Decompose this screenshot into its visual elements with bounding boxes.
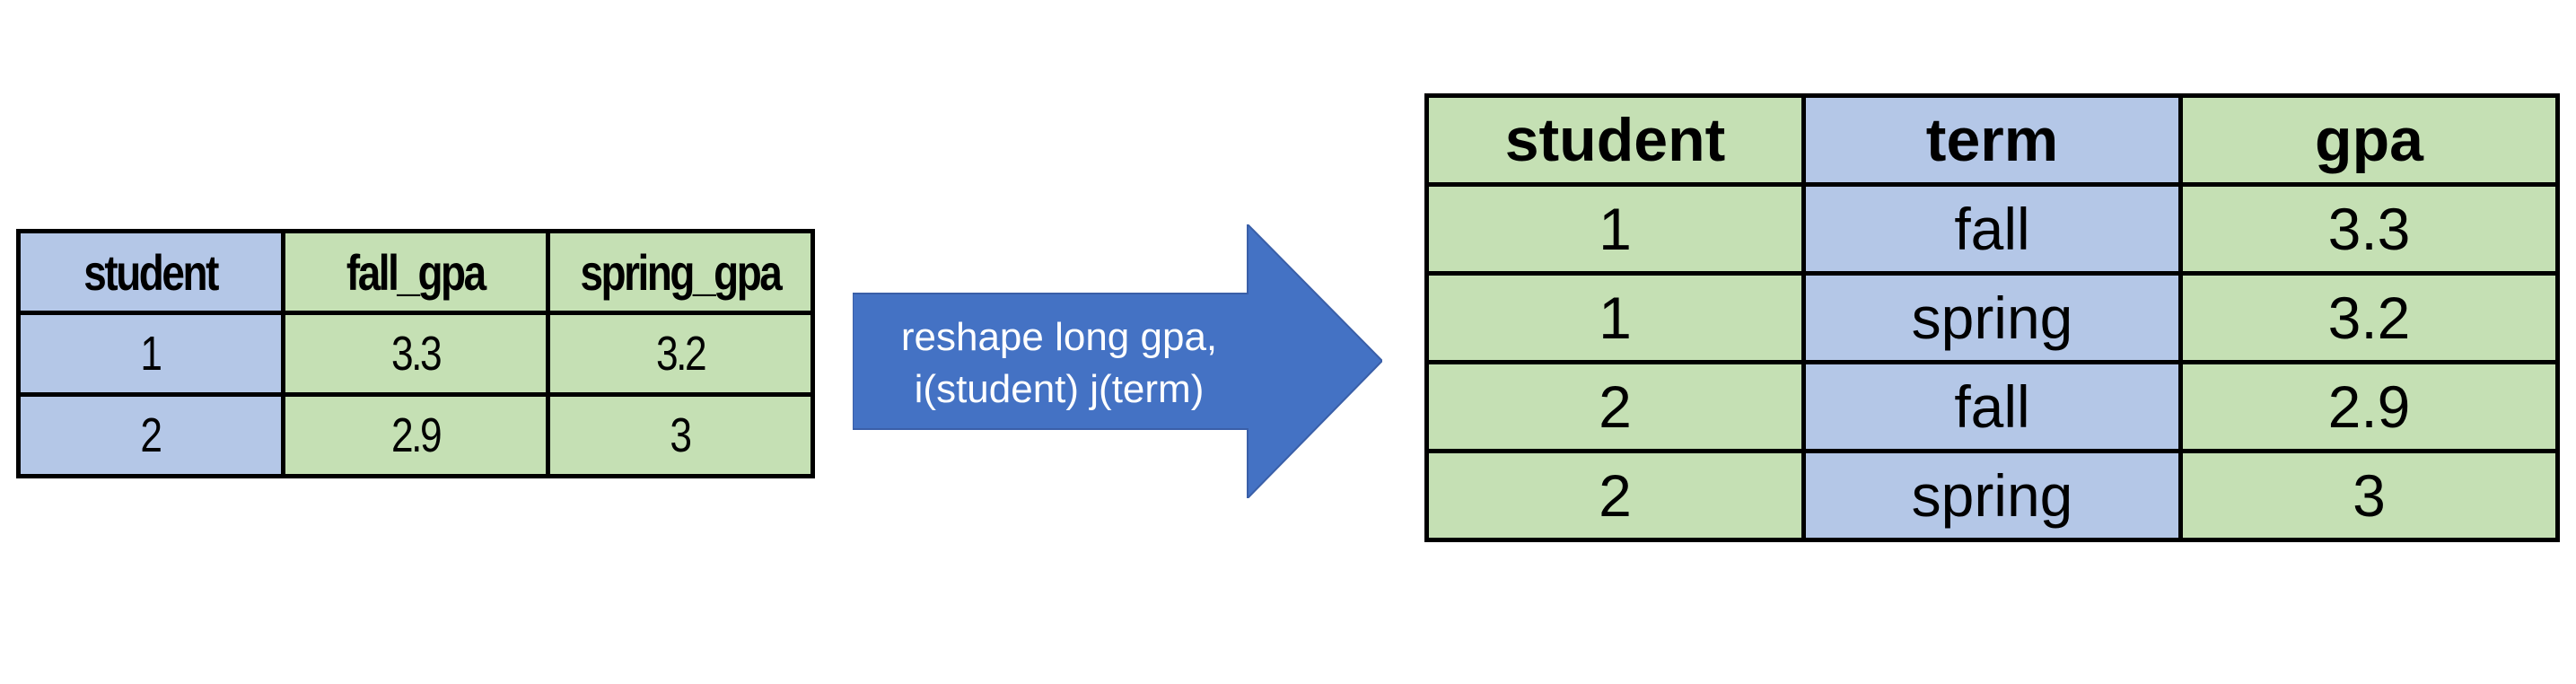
- wide-header-student-label: student: [83, 243, 220, 301]
- long-cell-student: 2: [1424, 449, 1806, 542]
- wide-cell-student: 1: [16, 311, 285, 397]
- wide-header-fall-gpa-label: fall_gpa: [346, 243, 486, 301]
- table-row: 1 spring 3.2: [1424, 271, 2560, 364]
- table-row: 2 fall 2.9: [1424, 360, 2560, 453]
- table-row: 2 spring 3: [1424, 449, 2560, 542]
- long-cell-gpa: 3.3: [2178, 182, 2560, 276]
- cell-value: 2: [140, 408, 163, 462]
- long-cell-student: 1: [1424, 182, 1806, 276]
- wide-cell-fall-gpa: 3.3: [281, 311, 550, 397]
- arrow-label-line-1: reshape long gpa,: [900, 315, 1218, 359]
- cell-value: 1: [140, 327, 163, 381]
- wide-header-student: student: [16, 229, 285, 315]
- long-cell-term: fall: [1801, 182, 2183, 276]
- wide-cell-spring-gpa: 3: [546, 392, 815, 478]
- arrow-label: reshape long gpa, i(student) j(term): [853, 292, 1266, 435]
- table-row: 1 fall 3.3: [1424, 182, 2560, 276]
- arrow-shape: [853, 224, 1382, 498]
- wide-cell-student: 2: [16, 392, 285, 478]
- long-cell-gpa: 2.9: [2178, 360, 2560, 453]
- wide-header-spring-gpa: spring_gpa: [546, 229, 815, 315]
- long-table-header-row: student term gpa: [1424, 93, 2560, 187]
- long-cell-student: 2: [1424, 360, 1806, 453]
- table-row: 2 2.9 3: [16, 392, 815, 478]
- cell-value: 3.2: [655, 327, 707, 381]
- wide-cell-spring-gpa: 3.2: [546, 311, 815, 397]
- long-cell-gpa: 3: [2178, 449, 2560, 542]
- long-cell-term: fall: [1801, 360, 2183, 453]
- wide-header-spring-gpa-label: spring_gpa: [580, 243, 783, 301]
- long-cell-gpa: 3.2: [2178, 271, 2560, 364]
- long-format-table: student term gpa 1 fall 3.3 1 spring 3.2…: [1424, 93, 2560, 542]
- long-header-term: term: [1801, 93, 2183, 187]
- long-header-student: student: [1424, 93, 1806, 187]
- cell-value: 3: [670, 408, 693, 462]
- arrow-label-line-2: i(student) j(term): [914, 367, 1205, 411]
- long-header-gpa: gpa: [2178, 93, 2560, 187]
- long-cell-term: spring: [1801, 449, 2183, 542]
- wide-format-table: student fall_gpa spring_gpa 1 3.3 3.2 2 …: [16, 229, 815, 478]
- reshape-arrow: [853, 224, 1382, 498]
- wide-header-fall-gpa: fall_gpa: [281, 229, 550, 315]
- wide-cell-fall-gpa: 2.9: [281, 392, 550, 478]
- table-row: 1 3.3 3.2: [16, 311, 815, 397]
- long-cell-term: spring: [1801, 271, 2183, 364]
- wide-table-header-row: student fall_gpa spring_gpa: [16, 229, 815, 315]
- cell-value: 3.3: [390, 327, 442, 381]
- cell-value: 2.9: [390, 408, 442, 462]
- long-cell-student: 1: [1424, 271, 1806, 364]
